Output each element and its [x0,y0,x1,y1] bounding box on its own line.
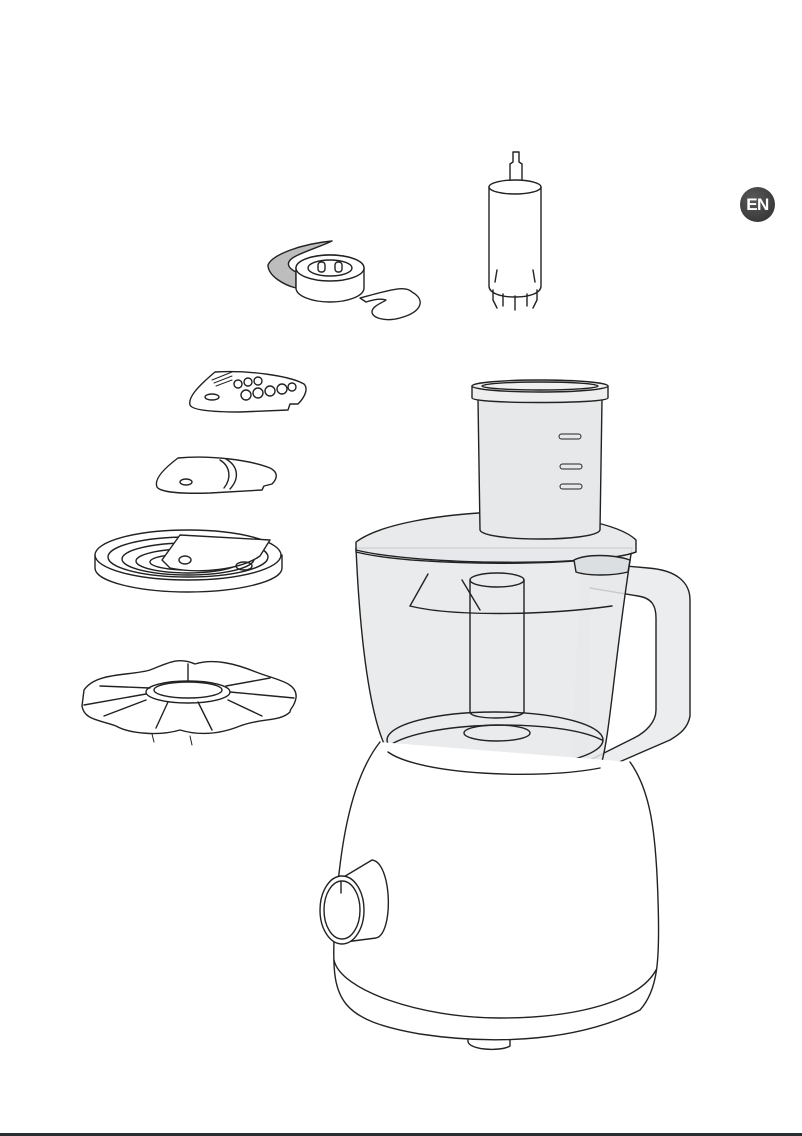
bowl-icon [355,379,691,775]
kneading-tool-icon [267,240,421,321]
language-badge-en: EN [740,187,775,222]
splash-guard-icon [81,660,297,746]
slicing-insert-icon [155,456,277,494]
grating-insert-icon [189,370,307,413]
drive-shaft-icon [488,151,542,311]
motor-base-icon [333,741,660,1051]
disc-holder-icon [94,529,283,593]
speed-knob-icon[interactable] [319,859,390,945]
page-bottom-border [0,1133,802,1136]
